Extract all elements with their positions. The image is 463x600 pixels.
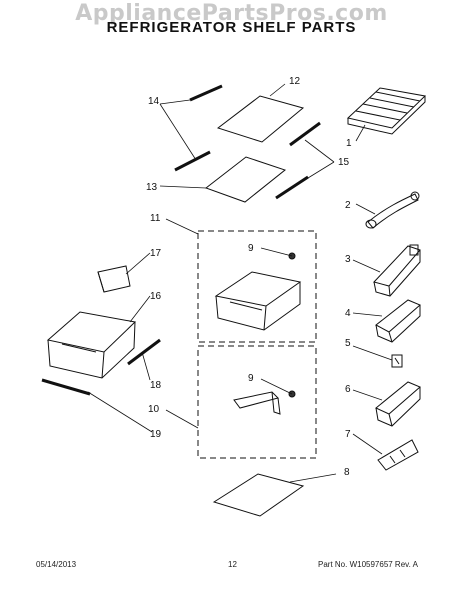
- part-5-clip[interactable]: [391, 354, 403, 368]
- part-9-screw-upper[interactable]: [288, 252, 296, 260]
- part-18-rail[interactable]: [127, 338, 161, 366]
- page-title: REFRIGERATOR SHELF PARTS: [106, 19, 357, 36]
- callout-4: 4: [345, 308, 351, 319]
- watermark: AppliancePartsPros.com: [75, 1, 388, 26]
- callout-11: 11: [150, 213, 161, 224]
- callout-6: 6: [345, 384, 351, 395]
- callout-7: 7: [345, 429, 351, 440]
- callout-12: 12: [289, 76, 301, 87]
- callout-10: 10: [148, 404, 160, 415]
- footer-part-number: Part No. W10597657 Rev. A: [318, 560, 418, 569]
- callout-1: 1: [346, 138, 352, 149]
- footer-page-number: 12: [228, 560, 237, 569]
- callout-15: 15: [338, 157, 350, 168]
- part-13-glass-shelf[interactable]: [204, 156, 287, 203]
- part-12-glass-shelf[interactable]: [216, 95, 305, 143]
- footer-date: 05/14/2013: [36, 560, 77, 569]
- part-2-handle[interactable]: [365, 191, 420, 229]
- callout-5: 5: [345, 338, 351, 349]
- callout-3: 3: [345, 254, 351, 265]
- part-19-strip[interactable]: [41, 378, 91, 396]
- part-16-crisper-drawer[interactable]: [46, 311, 137, 379]
- part-7-bracket[interactable]: [377, 439, 419, 471]
- callout-9-lower: 9: [248, 373, 254, 384]
- callout-14: 14: [148, 96, 160, 107]
- callout-8: 8: [344, 467, 350, 478]
- part-8-panel[interactable]: [212, 473, 305, 517]
- bracket-lower[interactable]: [233, 391, 281, 415]
- part-3-door-bin[interactable]: [373, 244, 421, 297]
- callout-2: 2: [345, 200, 351, 211]
- crisper-drawer-upper[interactable]: [214, 271, 302, 331]
- part-6-door-bin[interactable]: [375, 381, 421, 427]
- part-14-trim[interactable]: [174, 84, 223, 172]
- leader-lines: [87, 83, 393, 483]
- callout-17: 17: [150, 248, 162, 259]
- callout-19: 19: [150, 429, 162, 440]
- callout-18: 18: [150, 380, 162, 391]
- callout-16: 16: [150, 291, 162, 302]
- assembly-box-11: [197, 230, 317, 343]
- callout-13: 13: [146, 182, 158, 193]
- part-1-wire-rack[interactable]: [346, 87, 427, 135]
- part-17-cover[interactable]: [97, 265, 131, 293]
- part-15-rails[interactable]: [275, 121, 321, 200]
- part-4-door-bin[interactable]: [375, 299, 421, 343]
- assembly-box-10: [197, 345, 317, 459]
- callout-9-upper: 9: [248, 243, 254, 254]
